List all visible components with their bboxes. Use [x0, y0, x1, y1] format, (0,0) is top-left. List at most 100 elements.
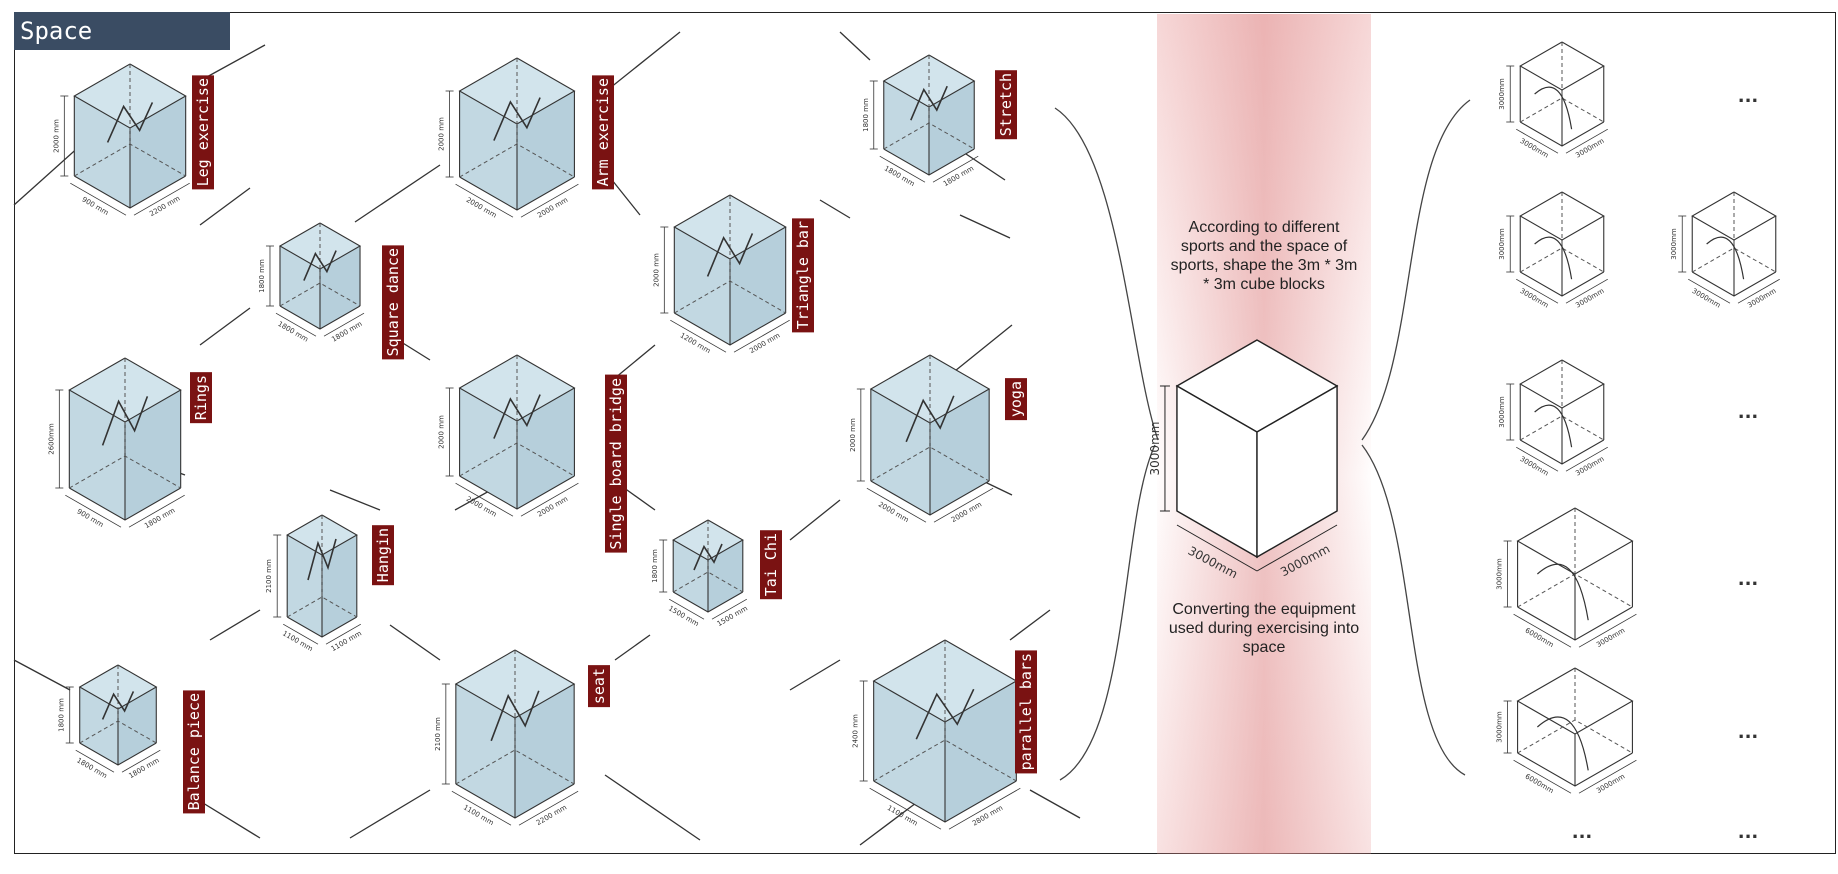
- height-dimension: 2000 mm: [52, 119, 60, 153]
- width-dimension: 3000mm: [1595, 772, 1626, 795]
- equipment-label: Rings: [190, 372, 212, 424]
- depth-dimension: 3000mm: [1691, 287, 1722, 310]
- dimension-line: [75, 749, 115, 773]
- connector-line: [614, 344, 656, 379]
- space-block-1: [1519, 41, 1605, 147]
- dimension-line: [670, 319, 727, 353]
- dimension-line: [65, 494, 122, 528]
- connector-line: [604, 774, 701, 841]
- space-block-5: [1516, 507, 1634, 641]
- connector-line: [329, 489, 381, 511]
- equipment-label: Triangle bar: [792, 218, 814, 333]
- equipment-label: Tai Chi: [760, 530, 782, 600]
- more-ellipsis: ...: [1738, 86, 1759, 107]
- equipment-figure: [101, 396, 149, 446]
- height-dimension: 2000 mm: [652, 253, 660, 287]
- equipment-cube-6: [68, 357, 182, 521]
- dimension-line: [1737, 278, 1780, 304]
- equipment-cube-12: [454, 649, 576, 819]
- equipment-figure: [493, 394, 541, 439]
- equipment-label: Balance piece: [183, 690, 205, 814]
- dimension-line: [1578, 613, 1637, 648]
- height-dimension: 3000mm: [1496, 558, 1504, 590]
- dimension-line: [323, 312, 365, 337]
- equipment-cube-13: [872, 639, 1018, 823]
- dimension-line: [70, 182, 127, 216]
- equipment-label: Leg exercise: [192, 75, 214, 190]
- equipment-figure: [307, 538, 337, 581]
- height-dimension: 2000 mm: [849, 418, 857, 452]
- equipment-label: Single board bridge: [605, 375, 627, 553]
- height-dimension: 1800 mm: [58, 698, 66, 732]
- bracket-curve: [1361, 99, 1471, 441]
- connector-line: [949, 324, 1013, 376]
- height-dimension: 1800 mm: [258, 259, 266, 293]
- width-dimension: 3000mm: [1746, 287, 1777, 310]
- equipment-cube-10: [672, 519, 744, 613]
- block-shape: [1536, 716, 1589, 771]
- equipment-figure: [490, 690, 540, 742]
- dimension-line: [451, 790, 512, 826]
- block-shape: [1706, 236, 1745, 280]
- center-text-bottom: Converting the equipment used during exe…: [1168, 601, 1360, 656]
- width-dimension: 3000mm: [1574, 287, 1605, 310]
- space-block-4: [1519, 359, 1605, 465]
- space-block-6: [1516, 667, 1634, 787]
- connector-line: [789, 659, 841, 691]
- depth-dimension: 3000mm: [1519, 287, 1550, 310]
- dimension-line: [455, 482, 514, 517]
- height-dimension: 3000mm: [1670, 228, 1678, 260]
- connector-line: [1009, 609, 1051, 641]
- height-dimension: 3000mm: [1498, 228, 1506, 260]
- dimension-line: [866, 487, 927, 523]
- equipment-cube-11: [78, 664, 158, 766]
- equipment-figure: [706, 233, 754, 277]
- dimension-line: [133, 182, 190, 216]
- diagram-frame: [14, 12, 1836, 854]
- connector-line: [789, 499, 841, 541]
- block-shape: [1534, 404, 1573, 448]
- dimension-line: [518, 790, 579, 826]
- connector-line: [354, 164, 441, 223]
- equipment-figure: [101, 691, 135, 720]
- equipment-cube-9: [286, 514, 358, 638]
- dimension-line: [121, 749, 161, 773]
- dimension-line: [879, 155, 926, 183]
- equipment-cube-5: [673, 194, 787, 346]
- block-shape: [1534, 86, 1573, 130]
- more-ellipsis: ...: [1738, 822, 1759, 843]
- width-dimension: 3000mm: [1574, 455, 1605, 478]
- equipment-figure: [910, 85, 948, 121]
- more-ellipsis: ...: [1738, 569, 1759, 590]
- depth-dimension: 3000mm: [1519, 455, 1550, 478]
- dimension-line: [1565, 128, 1608, 154]
- dimension-line: [933, 487, 994, 523]
- more-ellipsis: ...: [1738, 402, 1759, 423]
- height-dimension: 2100 mm: [434, 717, 442, 751]
- height-dimension: 1800 mm: [862, 98, 870, 132]
- dimension-line: [948, 787, 1021, 830]
- connector-line: [609, 31, 681, 89]
- bracket-curve: [1054, 107, 1159, 441]
- height-dimension: 2100 mm: [265, 559, 273, 593]
- connector-line: [859, 799, 921, 846]
- connector-line: [209, 609, 261, 641]
- height-dimension: 3000mm: [1498, 78, 1506, 110]
- equipment-cube-7: [458, 354, 576, 510]
- depth-dimension: 3000mm: [1519, 137, 1550, 160]
- height-dimension: 2000 mm: [438, 117, 446, 151]
- equipment-label: parallel bars: [1015, 650, 1037, 774]
- equipment-figure: [303, 250, 337, 281]
- equipment-cube-8: [869, 354, 991, 516]
- connector-line: [614, 634, 651, 661]
- connector-line: [1029, 789, 1081, 819]
- dimension-line: [733, 319, 790, 353]
- main-cube-width-right: 3000mm: [1278, 542, 1332, 580]
- connector-line: [611, 179, 641, 216]
- equipment-figure: [905, 395, 955, 443]
- equipment-label: Arm exercise: [592, 75, 614, 190]
- dimension-line: [325, 623, 361, 645]
- dimension-line: [1578, 759, 1637, 794]
- dimension-line: [1688, 278, 1731, 304]
